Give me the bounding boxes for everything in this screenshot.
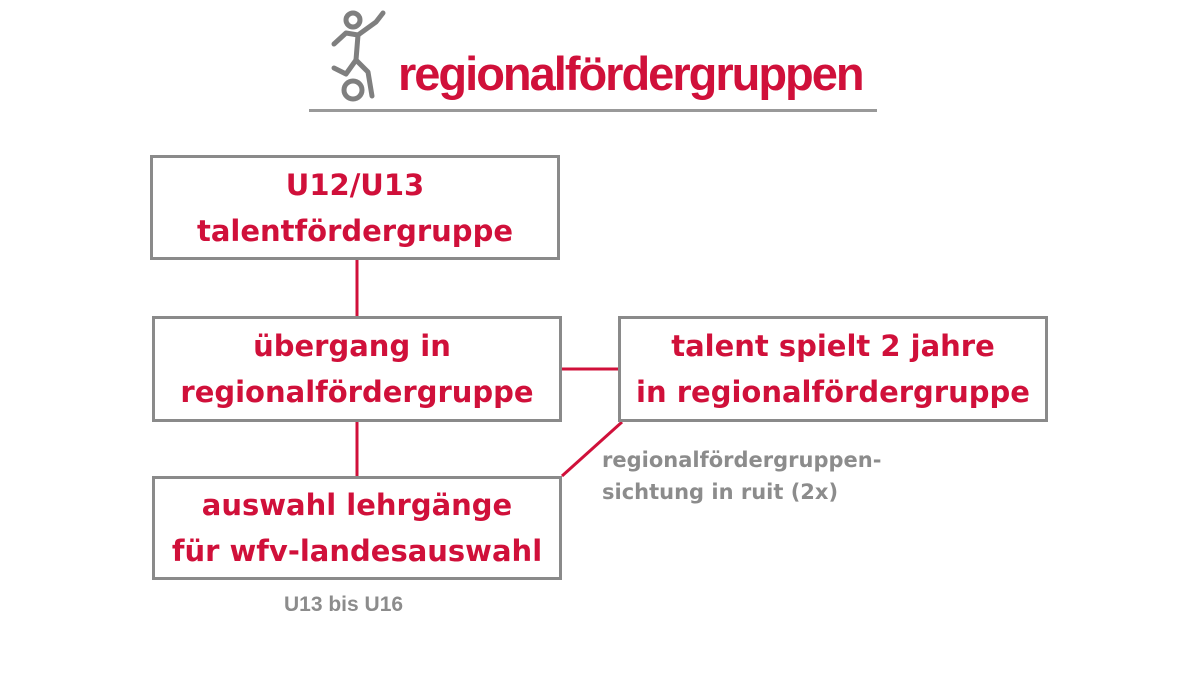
box-transition: übergang in regionalfördergruppe	[152, 316, 562, 422]
box-youth-line-2: talentfördergruppe	[196, 213, 513, 248]
box-selection-line-1: auswahl lehrgänge	[201, 488, 513, 522]
box-transition-line-2: regionalfördergruppe	[180, 375, 534, 409]
title-underline	[309, 109, 877, 112]
soccer-player-icon	[331, 10, 386, 102]
box-youth-line-1: U12/U13	[285, 167, 425, 202]
box-transition-line-1: übergang in	[253, 329, 451, 363]
box-two-years: talent spielt 2 jahre in regionalförderg…	[618, 316, 1048, 422]
note-sichtung-line-2: sichtung in ruit (2x)	[602, 480, 839, 504]
box-selection-courses: auswahl lehrgänge für wfv-landesauswahl	[152, 476, 562, 580]
box-two-years-line-2: in regionalfördergruppe	[636, 375, 1030, 409]
note-sichtung: regionalfördergruppen- sichtung in ruit …	[602, 444, 881, 508]
box-youth-talent-group: U12/U13 talentfördergruppe	[150, 155, 560, 260]
box-two-years-line-1: talent spielt 2 jahre	[671, 329, 995, 363]
box-selection-line-2: für wfv-landesauswahl	[171, 534, 543, 568]
page-title: regionalfördergruppen	[398, 47, 865, 100]
note-age-range: U13 bis U16	[284, 593, 404, 616]
note-sichtung-line-1: regionalfördergruppen-	[602, 448, 882, 472]
